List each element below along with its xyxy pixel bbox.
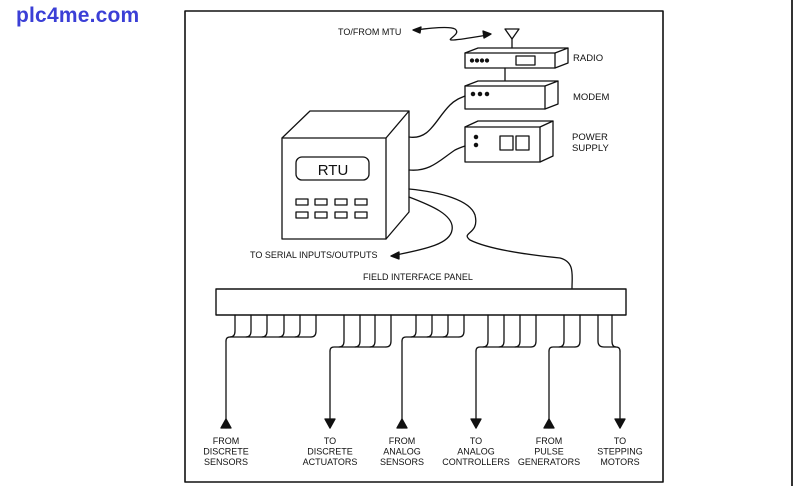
arrow-down-icon xyxy=(470,418,482,429)
io-bundle-5 xyxy=(543,314,581,429)
modem-label: MODEM xyxy=(573,92,610,103)
wire-bundles xyxy=(220,314,626,429)
bundle-bus xyxy=(225,336,312,342)
bundle-bus xyxy=(329,346,387,352)
io-group-label: SENSORS xyxy=(204,457,248,467)
io-group-label: DISCRETE xyxy=(307,447,353,457)
io-group-label: TO xyxy=(324,436,336,446)
arrow-up-icon xyxy=(220,418,232,429)
arrow-down-icon xyxy=(614,418,626,429)
field-wire xyxy=(458,314,465,338)
arrow-down-icon xyxy=(324,418,336,429)
field-wire xyxy=(611,314,617,348)
power-supply-unit xyxy=(464,120,554,163)
rtu-panel-cable xyxy=(408,188,573,289)
field-wire xyxy=(410,314,417,338)
io-group-label: ACTUATORS xyxy=(303,457,358,467)
io-group-label: TO xyxy=(470,436,482,446)
rtu-power-cable xyxy=(408,145,466,171)
io-group-label: TO xyxy=(614,436,626,446)
io-bundle-6 xyxy=(597,314,626,429)
power-supply-label-2: SUPPLY xyxy=(572,143,609,154)
field-wire xyxy=(261,314,268,338)
io-bundle-2 xyxy=(324,314,392,429)
rtu-unit xyxy=(281,110,410,240)
mtu-link-label: TO/FROM MTU xyxy=(338,27,401,37)
io-group-label: PULSE xyxy=(534,447,564,457)
power-supply-label-1: POWER xyxy=(572,132,608,143)
rtu-modem-cable xyxy=(408,95,466,138)
rtu-label: RTU xyxy=(318,162,349,179)
io-group-label: ANALOG xyxy=(383,447,421,457)
field-wire xyxy=(530,314,537,348)
serial-arrowhead xyxy=(390,251,400,260)
field-wire xyxy=(498,314,505,348)
modem-unit xyxy=(464,80,559,110)
field-interface-panel xyxy=(215,288,627,316)
io-group-label: DISCRETE xyxy=(203,447,249,457)
field-wire xyxy=(482,314,489,348)
io-group-label: SENSORS xyxy=(380,457,424,467)
field-wire xyxy=(369,314,376,348)
field-wire xyxy=(278,314,285,338)
io-bundle-1 xyxy=(220,314,317,429)
antenna-icon xyxy=(504,28,520,49)
io-group-label: GENERATORS xyxy=(518,457,580,467)
io-group-label: FROM xyxy=(389,436,416,446)
field-wire xyxy=(385,314,392,348)
arrow-up-icon xyxy=(396,418,408,429)
bundle-bus xyxy=(401,336,460,342)
diagram-frame xyxy=(184,10,664,483)
io-labels: FROMDISCRETESENSORSTODISCRETEACTUATORSFR… xyxy=(203,436,643,467)
field-wire xyxy=(310,314,317,338)
io-bundle-4 xyxy=(470,314,537,429)
field-wire xyxy=(574,314,581,348)
field-wire xyxy=(597,314,621,352)
page-edge-divider xyxy=(791,0,793,486)
field-wire xyxy=(354,314,361,348)
rtu-keypad xyxy=(295,198,368,219)
io-group-label: FROM xyxy=(213,436,240,446)
field-wire xyxy=(338,314,345,348)
io-group-label: STEPPING xyxy=(597,447,643,457)
field-wire xyxy=(294,314,301,338)
field-wire xyxy=(442,314,449,338)
rtu-serial-cable xyxy=(395,196,453,256)
field-wire xyxy=(514,314,521,348)
mtu-link-arrow xyxy=(412,26,492,41)
serial-io-label: TO SERIAL INPUTS/OUTPUTS xyxy=(250,250,378,260)
io-group-label: ANALOG xyxy=(457,447,495,457)
watermark-logo: plc4me.com xyxy=(16,4,140,27)
field-interface-panel-label: FIELD INTERFACE PANEL xyxy=(363,272,473,282)
arrow-up-icon xyxy=(543,418,555,429)
bundle-bus xyxy=(475,346,532,352)
radio-unit xyxy=(464,47,569,69)
radio-label: RADIO xyxy=(573,53,603,64)
field-wire xyxy=(229,314,236,338)
field-wire xyxy=(426,314,433,338)
field-wire xyxy=(558,314,565,348)
io-group-label: CONTROLLERS xyxy=(442,457,510,467)
io-group-label: FROM xyxy=(536,436,563,446)
field-wire xyxy=(245,314,252,338)
bundle-bus xyxy=(548,346,576,352)
io-bundle-3 xyxy=(396,314,465,429)
io-group-label: MOTORS xyxy=(600,457,639,467)
